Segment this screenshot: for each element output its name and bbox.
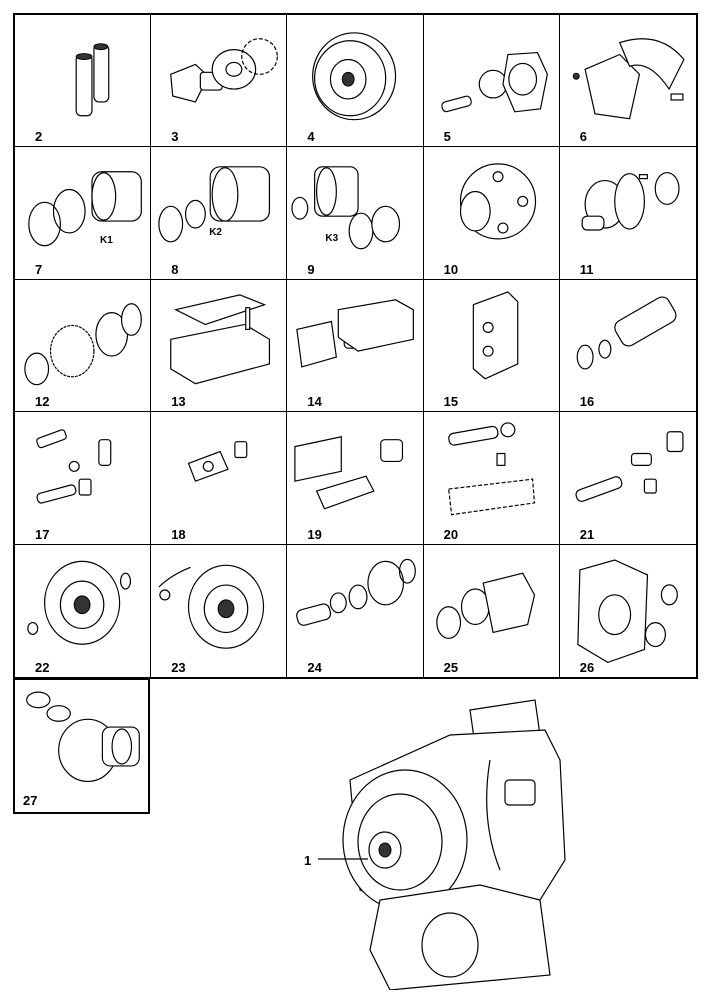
part-number: 27	[23, 793, 38, 808]
part-number: 15	[443, 394, 459, 410]
part-cell-11[interactable]: 11	[559, 147, 696, 280]
part-number: 5	[443, 129, 451, 145]
part-number: 11	[579, 261, 594, 277]
part-number: 10	[443, 261, 459, 277]
part-number: 8	[171, 261, 179, 277]
part-cell-26[interactable]: 26	[560, 545, 696, 677]
converter-housing-drawing	[27, 560, 132, 645]
cover-gasket-drawing	[572, 38, 685, 120]
part-cell-8[interactable]: 8 K2	[151, 147, 288, 280]
solenoid-valve-drawing	[294, 436, 404, 510]
part-number: 9	[307, 261, 315, 277]
part-cell-27[interactable]: 27	[13, 679, 150, 814]
part-number: 18	[171, 526, 186, 542]
part-cell-14[interactable]: 14	[287, 279, 424, 413]
filter-element-drawing	[576, 296, 677, 370]
clutch-label: K3	[325, 233, 339, 245]
clutch-label: K1	[100, 235, 113, 247]
clutch-housing-drawing	[459, 163, 536, 240]
part-cell-5[interactable]: 5	[423, 15, 560, 148]
part-cell-22[interactable]: 22	[15, 544, 152, 677]
control-valve-drawing	[170, 294, 271, 385]
part-cell-3[interactable]: 3	[151, 15, 288, 148]
torque-converter-drawing	[312, 32, 397, 121]
part-number: 22	[35, 659, 50, 675]
part-number: 19	[307, 526, 322, 542]
shaft-bearing-drawing	[296, 558, 417, 626]
part-number: 12	[35, 394, 50, 410]
part-number: 7	[35, 261, 43, 277]
part-cell-16[interactable]: 16	[559, 280, 696, 413]
part-number: 6	[579, 129, 588, 145]
part-number: 2	[35, 129, 43, 145]
part-cell-6[interactable]: 6	[559, 15, 696, 148]
part-number: 20	[443, 526, 459, 542]
gear-set-drawing	[24, 302, 142, 386]
part-number: 25	[443, 659, 459, 675]
assembly-callout-number: 1	[304, 853, 312, 868]
part-number: 3	[171, 129, 179, 145]
housing-with-hose-drawing	[158, 564, 265, 649]
pipe-fittings-drawing	[575, 431, 684, 503]
part-cell-2[interactable]: 2	[15, 15, 152, 148]
part-cell-12[interactable]: 12	[15, 279, 152, 413]
clutch-k2-drawing	[158, 166, 271, 243]
parts-grid: 2 3 4 5	[13, 13, 698, 679]
part-number: 24	[307, 659, 322, 675]
valve-block-drawing	[296, 298, 415, 368]
clutch-k3-drawing	[291, 166, 401, 250]
part-number: 17	[35, 526, 50, 542]
part-number: 23	[171, 659, 186, 675]
part-number: 16	[579, 394, 595, 410]
callout-leader-line	[318, 858, 368, 860]
yoke-flange-drawing	[170, 38, 279, 103]
part-cell-25[interactable]: 25	[424, 544, 560, 677]
fittings-drawing	[36, 429, 112, 504]
transmission-assembly[interactable]	[300, 690, 590, 991]
valve-housing-drawing	[472, 291, 518, 380]
part-cell-9[interactable]: 9 K3	[287, 147, 424, 280]
part-cell-20[interactable]: 20	[423, 412, 560, 545]
hose-line-drawing	[447, 422, 535, 516]
part-cell-7[interactable]: 7 K1	[15, 147, 152, 280]
part-cell-23[interactable]: 23	[151, 544, 288, 677]
part-cell-10[interactable]: 10	[423, 147, 560, 280]
part-cell-18[interactable]: 18	[151, 412, 288, 545]
part-cell-21[interactable]: 21	[559, 412, 696, 545]
part-cell-4[interactable]: 4	[287, 15, 424, 148]
part-number: 21	[579, 526, 595, 542]
part-number: 26	[579, 659, 595, 675]
power-take-off-drawing	[435, 572, 535, 639]
cover-plate-drawing	[187, 441, 248, 483]
gearbox-housing-drawing	[577, 558, 678, 663]
transmission-assembly-drawing	[342, 699, 566, 991]
part-cell-19[interactable]: 19	[287, 412, 424, 545]
filter-cartridges-drawing	[75, 43, 110, 117]
differential-drawing	[26, 691, 140, 783]
output-shaft-drawing	[581, 172, 680, 231]
part-number: 4	[307, 129, 315, 145]
part-cell-17[interactable]: 17	[15, 412, 152, 545]
clutch-k1-drawing	[28, 171, 142, 247]
clutch-label: K2	[209, 227, 222, 239]
part-cell-13[interactable]: 13	[151, 279, 288, 413]
part-cell-24[interactable]: 24	[287, 544, 424, 677]
part-cell-15[interactable]: 15	[423, 279, 560, 413]
part-number: 13	[171, 394, 186, 410]
pump-assembly-drawing	[440, 51, 548, 113]
part-number: 14	[307, 394, 322, 410]
